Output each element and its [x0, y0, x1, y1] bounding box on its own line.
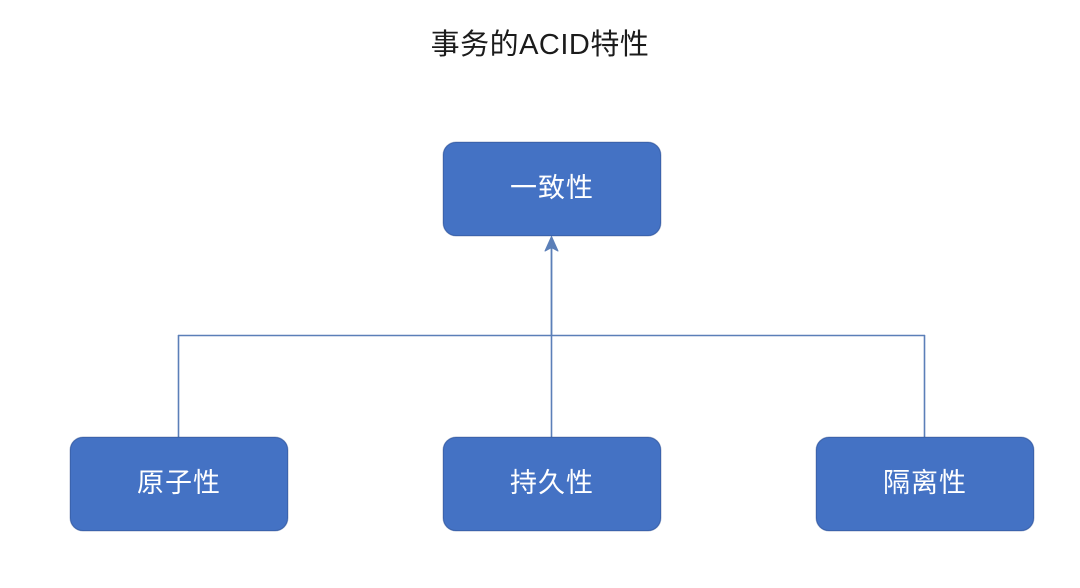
node-consistency-label: 一致性 — [510, 172, 594, 203]
node-consistency[interactable]: 一致性 — [443, 142, 661, 236]
page-title: 事务的ACID特性 — [430, 29, 650, 61]
node-isolation-label: 隔离性 — [883, 467, 967, 498]
arrowhead-icon — [544, 236, 559, 252]
node-atomicity[interactable]: 原子性 — [70, 437, 288, 531]
node-durability[interactable]: 持久性 — [443, 437, 661, 531]
node-durability-label: 持久性 — [510, 467, 594, 498]
node-isolation[interactable]: 隔离性 — [816, 437, 1034, 531]
node-atomicity-label: 原子性 — [137, 467, 221, 498]
